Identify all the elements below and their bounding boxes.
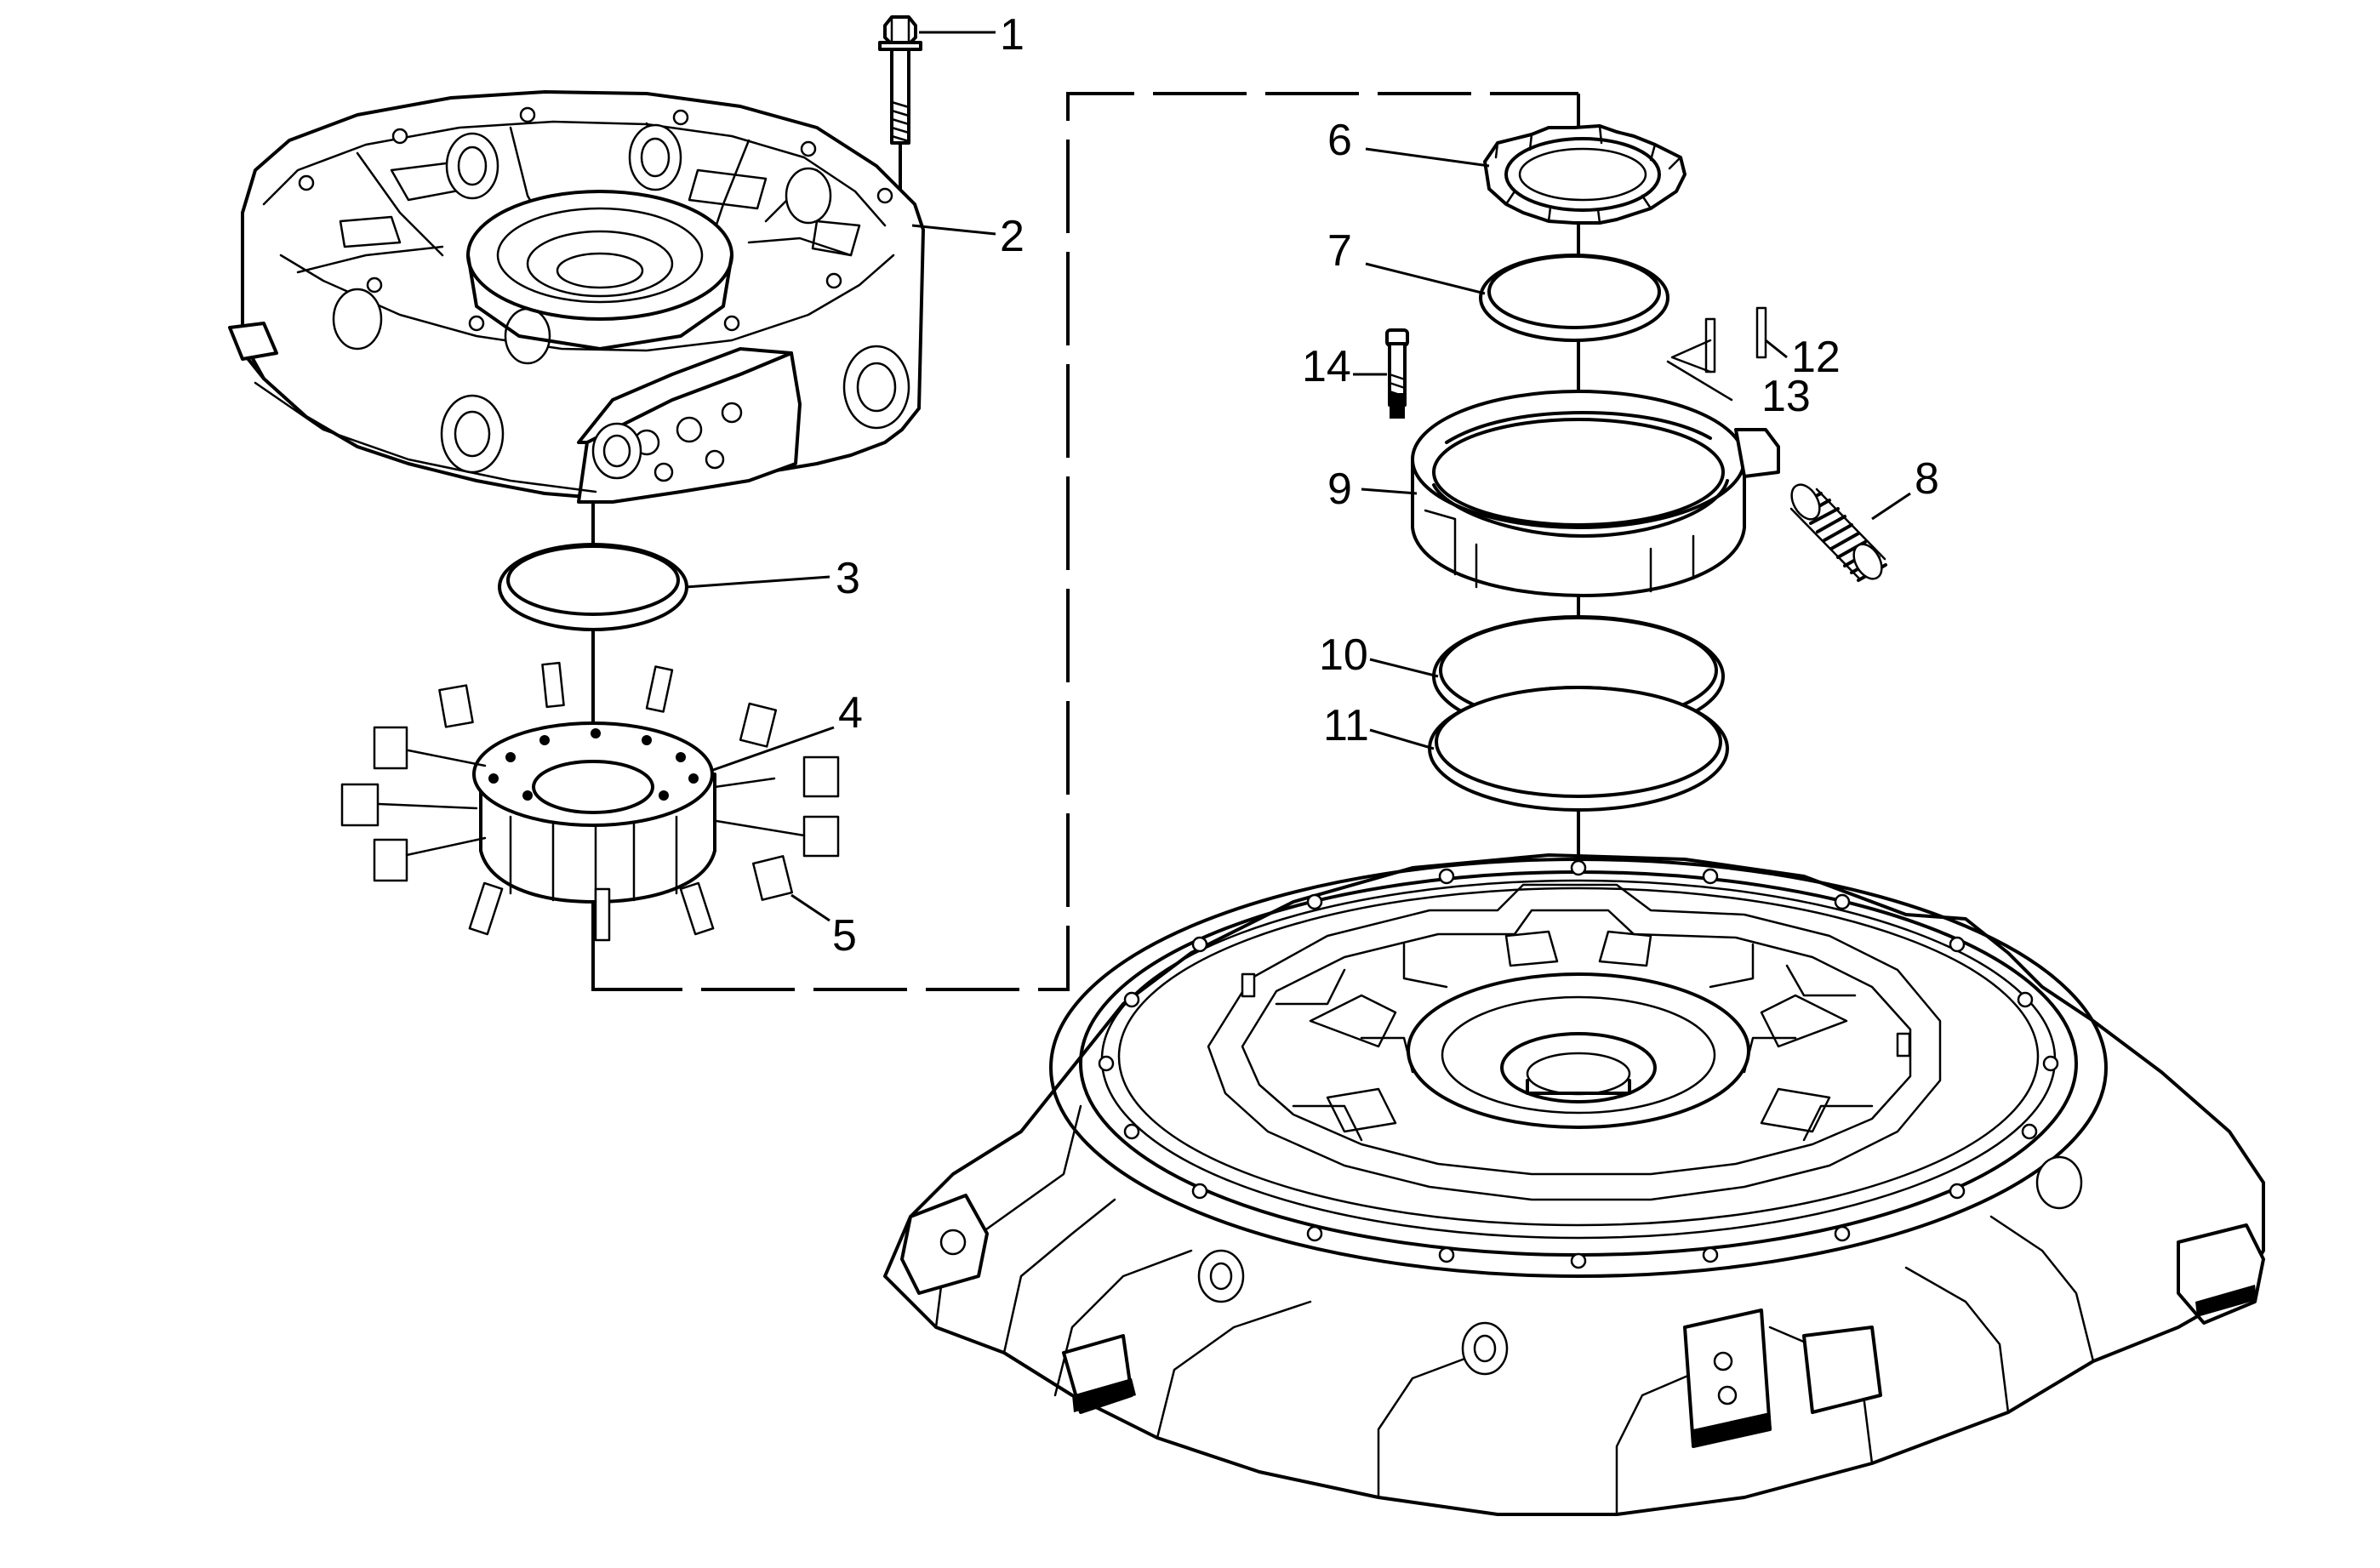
pump-cover — [228, 90, 925, 504]
callout-9: 9 — [1327, 465, 1352, 514]
callout-3: 3 — [836, 554, 860, 603]
callout-2: 2 — [1000, 212, 1024, 261]
callout-11: 11 — [1323, 701, 1369, 750]
lock-washer — [1483, 124, 1687, 225]
callout-12: 12 — [1791, 333, 1841, 382]
coil-spring — [1789, 483, 1887, 582]
bolt — [878, 15, 922, 145]
callout-14: 14 — [1302, 342, 1351, 391]
transmission-case — [883, 853, 2265, 1516]
dashed-connector-line — [591, 92, 1578, 991]
leader-lines — [685, 31, 1911, 922]
callout-13: 13 — [1761, 372, 1811, 421]
callout-10: 10 — [1319, 630, 1368, 680]
callout-1: 1 — [1000, 10, 1024, 60]
dowel-pin — [1385, 328, 1409, 419]
callout-4: 4 — [838, 688, 863, 738]
slide-ring — [1411, 390, 1780, 597]
snap-ring — [1479, 254, 1669, 342]
spring-pins — [1666, 306, 1767, 402]
pump-vanes — [340, 661, 840, 942]
callout-5: 5 — [832, 911, 857, 961]
callout-8: 8 — [1915, 454, 1939, 504]
callout-6: 6 — [1327, 116, 1352, 165]
vane-rotor — [472, 721, 716, 904]
seal-ring-3 — [498, 543, 688, 631]
callout-labels: 1 2 3 4 5 6 7 8 9 10 11 12 13 14 — [832, 10, 1939, 961]
callout-7: 7 — [1327, 226, 1352, 276]
seal-ring-11 — [1428, 686, 1729, 812]
